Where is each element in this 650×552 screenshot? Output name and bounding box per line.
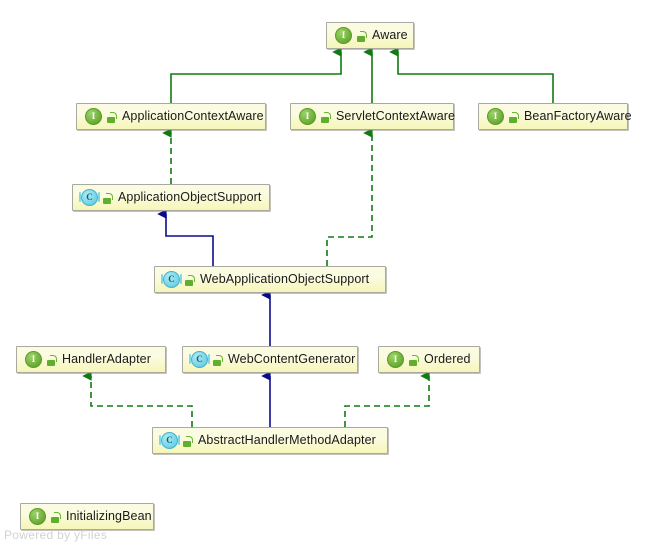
node-label: WebApplicationObjectSupport [200, 272, 370, 287]
interface-icon: I [85, 108, 102, 125]
node-webappobjsupport[interactable]: C WebApplicationObjectSupport [154, 266, 386, 293]
class-icon: C [189, 351, 210, 368]
node-initializingbean[interactable]: I InitializingBean [20, 503, 154, 530]
open-padlock-icon [508, 111, 519, 123]
node-label: ApplicationContextAware [122, 109, 264, 124]
open-padlock-icon [184, 274, 195, 286]
edge-webapplicationobjectsupport-to-servletcontextaware [326, 128, 373, 266]
open-padlock-icon [46, 354, 57, 366]
open-padlock-icon [102, 192, 113, 204]
interface-icon: I [335, 27, 352, 44]
node-label: Aware [372, 28, 408, 43]
edge-abstracthandlermethodadapter-to-ordered [344, 371, 430, 427]
edge-beanfactoryaware-to-aware [389, 47, 554, 103]
interface-icon: I [29, 508, 46, 525]
open-padlock-icon [106, 111, 117, 123]
interface-icon: I [25, 351, 42, 368]
node-webcontentgen[interactable]: C WebContentGenerator [182, 346, 358, 373]
node-abstracthma[interactable]: C AbstractHandlerMethodAdapter [152, 427, 388, 454]
node-label: ApplicationObjectSupport [118, 190, 262, 205]
node-label: ServletContextAware [336, 109, 456, 124]
node-label: Ordered [424, 352, 471, 367]
yfiles-watermark: Powered by yFiles [4, 528, 108, 542]
edge-appcontextaware-to-aware [170, 47, 342, 103]
interface-icon: I [487, 108, 504, 125]
open-padlock-icon [182, 435, 193, 447]
interface-icon: I [299, 108, 316, 125]
node-label: InitializingBean [66, 509, 152, 524]
node-appctxaware[interactable]: I ApplicationContextAware [76, 103, 266, 130]
open-padlock-icon [320, 111, 331, 123]
node-ordered[interactable]: I Ordered [378, 346, 480, 373]
node-label: WebContentGenerator [228, 352, 356, 367]
node-label: HandlerAdapter [62, 352, 151, 367]
node-handleradapter[interactable]: I HandlerAdapter [16, 346, 166, 373]
node-appobjsupport[interactable]: C ApplicationObjectSupport [72, 184, 270, 211]
node-beanfactoryaware[interactable]: I BeanFactoryAware [478, 103, 632, 130]
node-label: AbstractHandlerMethodAdapter [198, 433, 376, 448]
interface-icon: I [387, 351, 404, 368]
edge-abstracthandlermethodadapter-to-handleradapter [82, 371, 193, 427]
open-padlock-icon [212, 354, 223, 366]
class-icon: C [79, 189, 100, 206]
open-padlock-icon [356, 30, 367, 42]
node-label: BeanFactoryAware [524, 109, 632, 124]
class-icon: C [159, 432, 180, 449]
open-padlock-icon [408, 354, 419, 366]
open-padlock-icon [50, 511, 61, 523]
node-aware[interactable]: I Aware [326, 22, 414, 49]
edge-webapplicationobjectsupport-to-applicationobjectsupport [157, 209, 214, 266]
class-icon: C [161, 271, 182, 288]
node-servletctxaware[interactable]: I ServletContextAware [290, 103, 456, 130]
